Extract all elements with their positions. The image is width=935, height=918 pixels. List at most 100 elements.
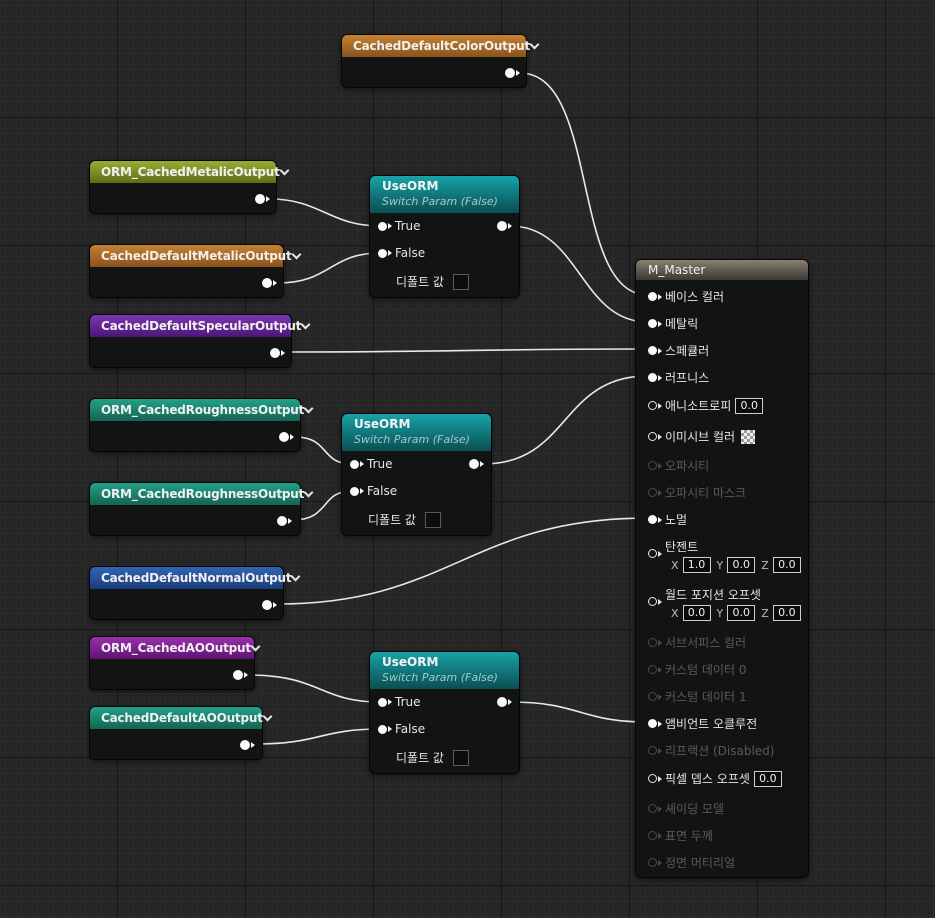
- var-node-header[interactable]: ORM_CachedMetalicOutput: [90, 161, 280, 183]
- pin-custom-data-1: 커스텀 데이터 1: [648, 688, 747, 705]
- input-pin[interactable]: [378, 248, 392, 258]
- input-pin[interactable]: [350, 459, 364, 469]
- var-node-orm-ao[interactable]: ORM_CachedAOOutput: [90, 637, 254, 689]
- switch-node-header[interactable]: UseORM Switch Param (False): [370, 652, 519, 689]
- output-pin[interactable]: [262, 278, 277, 288]
- input-pin[interactable]: [648, 292, 662, 301]
- input-pin[interactable]: [648, 401, 662, 410]
- input-pin[interactable]: [648, 515, 662, 524]
- pin-emissive[interactable]: 이미시브 컬러: [648, 428, 756, 445]
- input-pin[interactable]: [648, 597, 662, 606]
- pin-normal[interactable]: 노멀: [648, 511, 687, 528]
- input-pin[interactable]: [378, 724, 392, 734]
- var-node-header[interactable]: ORM_CachedRoughnessOutput: [90, 399, 304, 421]
- pin-metallic[interactable]: 메탈릭: [648, 315, 698, 332]
- output-pin[interactable]: [270, 348, 285, 358]
- var-node-header[interactable]: ORM_CachedRoughnessOutput: [90, 483, 304, 505]
- var-node-header[interactable]: CachedDefaultMetalicOutput: [90, 245, 292, 267]
- anisotropy-value-field[interactable]: 0.0: [735, 397, 764, 414]
- var-node-header[interactable]: ORM_CachedAOOutput: [90, 637, 254, 659]
- default-value-checkbox[interactable]: [452, 749, 469, 766]
- input-pin: [648, 488, 662, 497]
- var-node-label: CachedDefaultAOOutput: [101, 711, 263, 725]
- var-node-orm-roughness-1[interactable]: ORM_CachedRoughnessOutput: [90, 399, 304, 451]
- pin-roughness[interactable]: 러프니스: [648, 369, 709, 386]
- wpo-y-field[interactable]: 0.0: [727, 605, 756, 621]
- pin-front-material: 정면 머티리얼: [648, 854, 735, 871]
- pin-refraction: 리프랙션 (Disabled): [648, 742, 774, 759]
- input-pin: [648, 665, 662, 674]
- var-node-normal[interactable]: CachedDefaultNormalOutput: [90, 567, 292, 619]
- wire-switch1-to-metallic: [509, 225, 649, 323]
- input-pin[interactable]: [648, 432, 662, 441]
- input-pin[interactable]: [648, 373, 662, 382]
- default-value-row: 디폴트 값: [368, 511, 441, 528]
- pin-label: 스페큘러: [665, 344, 710, 358]
- output-pin[interactable]: [262, 600, 277, 610]
- switch-output-pin[interactable]: [497, 221, 512, 231]
- switch-node-header[interactable]: UseORM Switch Param (False): [342, 414, 491, 451]
- input-pin[interactable]: [648, 319, 662, 328]
- emissive-color-swatch[interactable]: [741, 429, 756, 444]
- pixel-depth-offset-field[interactable]: 0.0: [753, 770, 782, 787]
- tangent-x-field[interactable]: 1.0: [682, 557, 711, 573]
- switch-output-pin[interactable]: [497, 697, 512, 707]
- input-pin[interactable]: [378, 221, 392, 231]
- pin-world-position-offset[interactable]: 월드 포지션 오프셋 X 0.0 Y 0.0 Z 0.0: [648, 586, 801, 621]
- input-pin[interactable]: [648, 719, 662, 728]
- var-node-label: CachedDefaultSpecularOutput: [101, 319, 302, 333]
- pin-label: 정면 머티리얼: [665, 856, 736, 870]
- var-node-default-ao[interactable]: CachedDefaultAOOutput: [90, 707, 263, 759]
- input-pin[interactable]: [648, 549, 662, 558]
- switch-output-pin[interactable]: [469, 459, 484, 469]
- wire-specular-to-master: [285, 348, 649, 353]
- switch-node-roughness[interactable]: UseORM Switch Param (False) True False 디…: [342, 414, 491, 535]
- var-node-specular[interactable]: CachedDefaultSpecularOutput: [90, 315, 301, 367]
- switch-node-ao[interactable]: UseORM Switch Param (False) True False 디…: [370, 652, 519, 773]
- var-node-orm-roughness-2[interactable]: ORM_CachedRoughnessOutput: [90, 483, 304, 535]
- pin-ambient-occlusion[interactable]: 앰비언트 오클루전: [648, 715, 757, 732]
- output-pin[interactable]: [277, 516, 292, 526]
- default-value-label: 디폴트 값: [396, 751, 444, 765]
- pin-label: 서브서피스 컬러: [665, 636, 747, 650]
- pin-specular[interactable]: 스페큘러: [648, 342, 709, 359]
- pin-anisotropy[interactable]: 애니소트로피 0.0: [648, 397, 764, 414]
- switch-true-pin-row[interactable]: True: [350, 457, 393, 471]
- input-pin[interactable]: [350, 486, 364, 496]
- tangent-z-field[interactable]: 0.0: [772, 557, 801, 573]
- switch-true-pin-row[interactable]: True: [378, 219, 421, 233]
- switch-false-pin-row[interactable]: False: [378, 722, 425, 736]
- pin-tangent[interactable]: 탄젠트 X 1.0 Y 0.0 Z 0.0: [648, 538, 801, 573]
- switch-false-pin-row[interactable]: False: [350, 484, 397, 498]
- pin-base-color[interactable]: 베이스 컬러: [648, 288, 724, 305]
- pin-pixel-depth-offset[interactable]: 픽셀 뎁스 오프셋 0.0: [648, 770, 782, 787]
- wpo-z-field[interactable]: 0.0: [772, 605, 801, 621]
- switch-node-header[interactable]: UseORM Switch Param (False): [370, 176, 519, 213]
- tangent-y-field[interactable]: 0.0: [727, 557, 756, 573]
- output-pin[interactable]: [233, 670, 248, 680]
- wpo-x-field[interactable]: 0.0: [682, 605, 711, 621]
- output-pin[interactable]: [240, 740, 255, 750]
- pin-label: 픽셀 뎁스 오프셋: [665, 772, 750, 786]
- var-node-header[interactable]: CachedDefaultAOOutput: [90, 707, 263, 729]
- input-pin[interactable]: [648, 774, 662, 783]
- master-node-title[interactable]: M_Master: [636, 260, 808, 280]
- switch-node-metallic[interactable]: UseORM Switch Param (False) True False 디…: [370, 176, 519, 297]
- var-node-color[interactable]: CachedDefaultColorOutput: [342, 35, 530, 87]
- input-pin[interactable]: [378, 697, 392, 707]
- output-pin[interactable]: [505, 68, 520, 78]
- var-node-default-metalic[interactable]: CachedDefaultMetalicOutput: [90, 245, 292, 297]
- input-pin[interactable]: [648, 346, 662, 355]
- default-value-checkbox[interactable]: [424, 511, 441, 528]
- switch-false-pin-row[interactable]: False: [378, 246, 425, 260]
- var-node-header[interactable]: CachedDefaultNormalOutput: [90, 567, 292, 589]
- false-pin-label: False: [395, 722, 426, 736]
- switch-true-pin-row[interactable]: True: [378, 695, 421, 709]
- var-node-header[interactable]: CachedDefaultColorOutput: [342, 35, 530, 57]
- var-node-header[interactable]: CachedDefaultSpecularOutput: [90, 315, 301, 337]
- default-value-checkbox[interactable]: [452, 273, 469, 290]
- output-pin[interactable]: [279, 432, 294, 442]
- output-pin[interactable]: [255, 194, 270, 204]
- master-material-node[interactable]: M_Master 베이스 컬러 메탈릭 스페큘러 러프니스 애니소트로피 0.0…: [636, 260, 808, 877]
- var-node-orm-metalic[interactable]: ORM_CachedMetalicOutput: [90, 161, 280, 213]
